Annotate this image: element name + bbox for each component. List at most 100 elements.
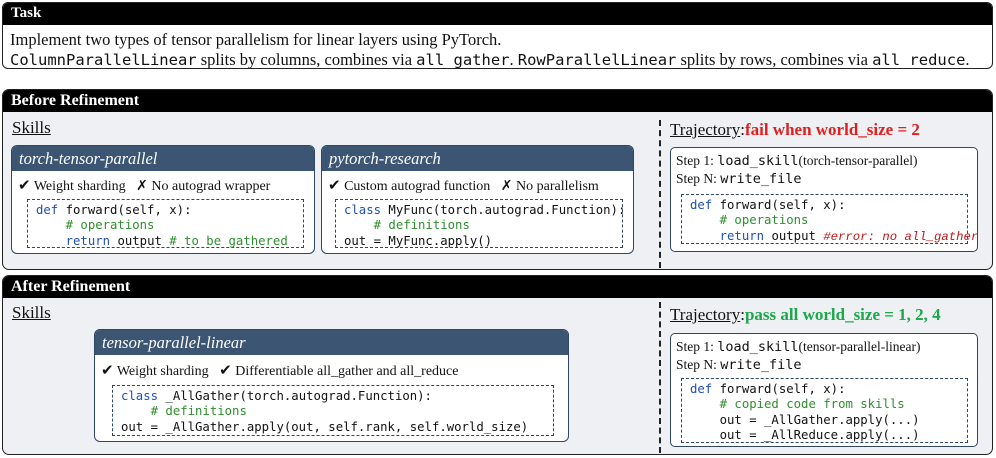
skill-features: ✔ Custom autograd function ✗ No parallel…: [328, 176, 599, 195]
code-comment: # operations: [690, 213, 809, 228]
task-description-line1: Implement two types of tensor parallelis…: [10, 30, 502, 49]
code-keyword: return: [36, 233, 111, 248]
step-argument: (torch-tensor-parallel): [798, 153, 918, 168]
feature-negative: No parallelism: [516, 179, 599, 194]
step-prefix: Step 1:: [676, 339, 718, 354]
task-text: splits by columns, combines via: [196, 50, 417, 69]
step-function: load_skill: [717, 153, 799, 169]
all-gather-name: all_gather: [416, 51, 510, 69]
before-refinement-panel: Before Refinement Skills torch-tensor-pa…: [2, 89, 993, 270]
before-trajectory-title: Trajectory: fail when world_size = 2: [670, 120, 920, 140]
feature-negative: No autograd wrapper: [151, 179, 271, 194]
code-keyword: return: [690, 228, 765, 243]
trajectory-label: Trajectory: [670, 120, 741, 139]
code-line: def forward(self, x):: [690, 382, 967, 397]
step-function: write_file: [720, 357, 802, 373]
cross-icon: ✗: [136, 178, 148, 194]
code-text: forward(self, x):: [712, 382, 846, 396]
separator: :: [740, 305, 745, 324]
task-text: .: [509, 50, 518, 69]
trajectory-step-1: Step 1: load_skill(tensor-parallel-linea…: [676, 339, 920, 355]
code-keyword: def: [690, 198, 713, 212]
skill-card-torch-tensor-parallel: torch-tensor-parallel ✔ Weight sharding …: [11, 145, 315, 254]
code-keyword: def: [690, 382, 713, 396]
before-header: Before Refinement: [3, 90, 992, 112]
skill-title: pytorch-research: [322, 146, 633, 171]
section-divider: [659, 120, 661, 268]
code-comment: # copied code from skills: [690, 397, 905, 412]
code-comment: # definitions: [344, 218, 470, 233]
trajectory-code: def forward(self, x): # copied code from…: [681, 378, 968, 443]
trajectory-step-n: Step N: write_file: [676, 171, 802, 187]
task-text: splits by rows, combines via: [676, 50, 873, 69]
feature-positive: Weight sharding: [33, 179, 126, 194]
code-line: return output #error: no all_gather: [690, 228, 979, 245]
after-trajectory-card: Step 1: load_skill(tensor-parallel-linea…: [670, 333, 978, 447]
skill-card-tensor-parallel-linear: tensor-parallel-linear ✔ Weight sharding…: [94, 329, 569, 442]
code-comment: # operations: [36, 218, 155, 233]
after-header: After Refinement: [3, 276, 992, 298]
task-description-line2: ColumnParallelLinear splits by columns, …: [10, 50, 970, 69]
skill-features: ✔ Weight sharding ✗ No autograd wrapper: [18, 176, 270, 195]
row-parallel-name: RowParallelLinear: [517, 51, 677, 69]
code-line: class MyFunc(torch.autograd.Function):: [344, 203, 626, 218]
feature-positive: Custom autograd function: [344, 179, 491, 194]
step-function: write_file: [720, 171, 802, 187]
check-icon: ✔: [219, 361, 232, 379]
code-comment: # definitions: [121, 404, 247, 419]
code-text: forward(self, x):: [712, 198, 846, 212]
check-icon: ✔: [328, 176, 341, 194]
code-keyword: class: [344, 203, 382, 217]
after-refinement-panel: After Refinement Skills tensor-parallel-…: [2, 275, 993, 455]
fail-status: fail when world_size = 2: [744, 120, 920, 139]
check-icon: ✔: [101, 361, 114, 379]
code-line: out = _AllGather.apply(out, self.rank, s…: [121, 419, 529, 434]
before-skills-label: Skills: [12, 118, 51, 137]
code-keyword: class: [121, 389, 159, 403]
cross-icon: ✗: [500, 178, 513, 194]
step-function: load_skill: [717, 339, 799, 355]
code-keyword: def: [36, 203, 59, 217]
after-trajectory-title: Trajectory: pass all world_size = 1, 2, …: [670, 305, 941, 325]
all-reduce-name: all_reduce: [872, 51, 966, 69]
skill-features: ✔ Weight sharding ✔ Differentiable all_g…: [101, 361, 458, 380]
code-text: output: [764, 228, 824, 243]
before-trajectory-card: Step 1: load_skill(torch-tensor-parallel…: [670, 147, 978, 252]
code-text: forward(self, x):: [58, 203, 192, 217]
code-line: def forward(self, x):: [690, 198, 967, 213]
section-divider: [659, 302, 661, 453]
trajectory-label: Trajectory: [670, 305, 741, 324]
code-line: class _AllGather(torch.autograd.Function…: [121, 389, 553, 404]
trajectory-code: def forward(self, x): # operations retur…: [681, 194, 979, 245]
code-line: return output # to be gathered: [36, 234, 303, 249]
step-argument: (tensor-parallel-linear): [798, 339, 921, 354]
step-prefix: Step 1:: [676, 153, 718, 168]
trajectory-step-1: Step 1: load_skill(torch-tensor-parallel…: [676, 153, 917, 169]
code-snippet: class MyFunc(torch.autograd.Function): #…: [335, 199, 626, 248]
after-skills-label: Skills: [12, 303, 51, 322]
error-comment: #error: no all_gather: [823, 229, 979, 244]
check-icon: ✔: [18, 176, 31, 194]
skill-title: torch-tensor-parallel: [12, 146, 314, 171]
step-prefix: Step N:: [676, 357, 721, 372]
step-prefix: Step N:: [676, 171, 721, 186]
trajectory-step-n: Step N: write_file: [676, 357, 802, 373]
feature-positive: Differentiable all_gather and all_reduce: [235, 364, 459, 379]
feature-positive: Weight sharding: [116, 364, 209, 379]
code-line: out = _AllGather.apply(...): [690, 412, 920, 427]
skill-title: tensor-parallel-linear: [95, 330, 568, 355]
code-line: def forward(self, x):: [36, 203, 303, 218]
code-line: out = _AllReduce.apply(...): [690, 428, 920, 443]
separator: :: [740, 120, 745, 139]
task-header: Task: [3, 3, 992, 25]
skill-card-pytorch-research: pytorch-research ✔ Custom autograd funct…: [321, 145, 634, 254]
task-box: Task Implement two types of tensor paral…: [2, 2, 993, 69]
task-text: .: [965, 50, 970, 69]
pass-status: pass all world_size = 1, 2, 4: [744, 305, 941, 324]
code-snippet: class _AllGather(torch.autograd.Function…: [112, 385, 554, 436]
code-text: output: [110, 233, 170, 248]
code-text: MyFunc(torch.autograd.Function):: [381, 203, 626, 217]
code-text: _AllGather(torch.autograd.Function):: [158, 389, 432, 403]
column-parallel-name: ColumnParallelLinear: [10, 51, 197, 69]
code-snippet: def forward(self, x): # operations retur…: [27, 199, 304, 248]
